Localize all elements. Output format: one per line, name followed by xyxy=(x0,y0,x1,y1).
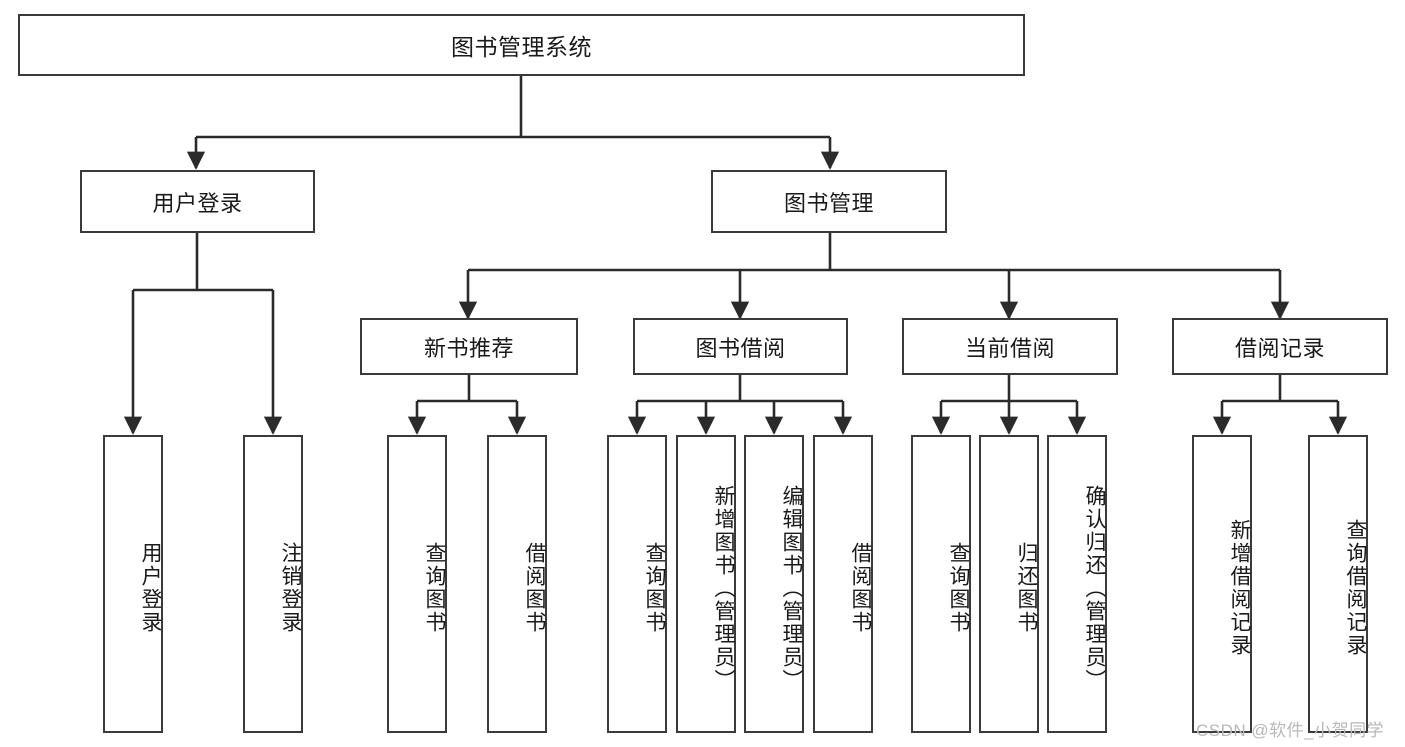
node-label: 图书管理 xyxy=(783,190,874,216)
node-label: 借阅记录 xyxy=(1234,335,1325,361)
node-user-login[interactable]: 用户登录 xyxy=(80,170,315,233)
node-label: 编辑图书（管理员） xyxy=(780,484,803,692)
node-leaf-borrow-book-recommend[interactable]: 借阅图书 xyxy=(487,435,547,733)
node-label: 归还图书 xyxy=(1015,542,1038,634)
node-label: 查询图书 xyxy=(423,542,446,634)
node-book-borrow[interactable]: 图书借阅 xyxy=(633,318,848,375)
node-leaf-add-borrow-record[interactable]: 新增借阅记录 xyxy=(1192,435,1252,733)
node-root-book-management-system[interactable]: 图书管理系统 xyxy=(18,14,1025,76)
node-label: 查询借阅记录 xyxy=(1344,519,1367,657)
node-label: 借阅图书 xyxy=(849,542,872,634)
node-leaf-query-book-borrow[interactable]: 查询图书 xyxy=(607,435,667,733)
node-leaf-return-book[interactable]: 归还图书 xyxy=(979,435,1039,733)
node-leaf-edit-book[interactable]: 编辑图书（管理员） xyxy=(744,435,804,733)
node-leaf-confirm-return[interactable]: 确认归还（管理员） xyxy=(1047,435,1107,733)
node-leaf-borrow-book[interactable]: 借阅图书 xyxy=(813,435,873,733)
node-label: 当前借阅 xyxy=(964,335,1055,361)
node-book-manage[interactable]: 图书管理 xyxy=(711,170,947,233)
watermark-csdn: CSDN @软件_小贺同学 xyxy=(1196,721,1385,740)
node-label: 新增借阅记录 xyxy=(1228,519,1251,657)
node-label: 注销登录 xyxy=(279,542,302,634)
node-new-book-recommend[interactable]: 新书推荐 xyxy=(360,318,578,375)
node-label: 借阅图书 xyxy=(523,542,546,634)
node-leaf-query-book-current[interactable]: 查询图书 xyxy=(911,435,971,733)
node-label: 用户登录 xyxy=(152,190,243,216)
node-label: 用户登录 xyxy=(139,542,162,634)
node-leaf-user-logout[interactable]: 注销登录 xyxy=(243,435,303,733)
node-label: 新书推荐 xyxy=(423,335,514,361)
node-leaf-user-login[interactable]: 用户登录 xyxy=(103,435,163,733)
node-borrow-record[interactable]: 借阅记录 xyxy=(1172,318,1388,375)
node-leaf-query-book-recommend[interactable]: 查询图书 xyxy=(387,435,447,733)
node-leaf-add-book[interactable]: 新增图书（管理员） xyxy=(676,435,736,733)
node-leaf-query-borrow-record[interactable]: 查询借阅记录 xyxy=(1308,435,1368,733)
node-label: 图书管理系统 xyxy=(451,34,592,60)
node-label: 图书借阅 xyxy=(695,335,786,361)
node-label: 新增图书（管理员） xyxy=(712,484,735,692)
node-current-borrow[interactable]: 当前借阅 xyxy=(902,318,1118,375)
node-label: 确认归还（管理员） xyxy=(1083,484,1106,692)
node-label: 查询图书 xyxy=(947,542,970,634)
node-label: 查询图书 xyxy=(643,542,666,634)
